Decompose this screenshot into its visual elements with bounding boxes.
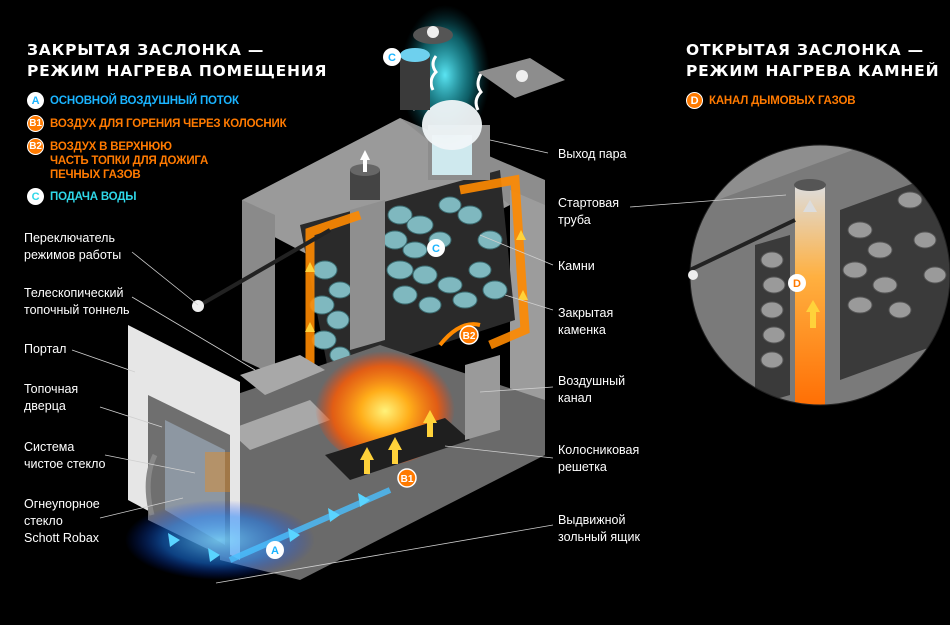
leader-lines: [71, 139, 787, 584]
legend-item-d: D КАНАЛ ДЫМОВЫХ ГАЗОВ: [686, 92, 856, 109]
blue-airflow-glow: [125, 500, 315, 580]
air-arrows: [168, 493, 370, 562]
badge-d-label: D: [793, 278, 801, 290]
legend-item-b2: B2 ВОЗДУХ В ВЕРХНЮЮ ЧАСТЬ ТОПКИ ДЛЯ ДОЖИ…: [27, 138, 317, 182]
legend-text-c: ПОДАЧА ВОДЫ: [50, 191, 137, 203]
closed-damper-title-line2: РЕЖИМ НАГРЕВА ПОМЕЩЕНИЯ: [27, 62, 328, 80]
badge-a-label: A: [271, 545, 279, 557]
open-damper-title-line1: ОТКРЫТАЯ ЗАСЛОНКА —: [686, 41, 924, 59]
flue-channel-right: [459, 174, 530, 350]
open-damper-inset: [690, 145, 950, 405]
fire-arrows: [360, 410, 437, 474]
legend-item-b1: B1 ВОЗДУХ ДЛЯ ГОРЕНИЯ ЧЕРЕЗ КОЛОСНИК: [27, 115, 317, 132]
open-damper-title: ОТКРЫТАЯ ЗАСЛОНКА — РЕЖИМ НАГРЕВА КАМНЕЙ: [686, 40, 939, 82]
diagram-badge-c-top: C: [383, 48, 401, 66]
legend-text-a: ОСНОВНОЙ ВОЗДУШНЫЙ ПОТОК: [50, 95, 239, 107]
callout-portal: Портал: [24, 342, 67, 356]
legend-item-a: A ОСНОВНОЙ ВОЗДУШНЫЙ ПОТОК: [27, 92, 317, 109]
inset-switch-knob: [688, 270, 698, 280]
diagram-badge-c-stones: C: [427, 239, 445, 257]
badge-c-top-label: C: [388, 52, 396, 64]
badge-c-stones-label: C: [432, 243, 440, 255]
stones-group: [309, 196, 508, 364]
tunnel-plate: [228, 400, 330, 450]
starting-pipe-channel: [350, 200, 385, 350]
telescopic-tunnel-top: [240, 355, 325, 395]
badge-d: D: [686, 92, 703, 109]
badge-b1: B1: [27, 115, 44, 132]
lid-knob: [427, 26, 439, 38]
diagram-badge-d: D: [788, 274, 806, 292]
diagram-badge-b2: B2: [459, 325, 479, 345]
flue-arrows: [305, 230, 528, 332]
callout-stones: Камни: [558, 259, 595, 273]
starting-pipe-arrow: [360, 150, 370, 160]
closed-damper-title-line1: ЗАКРЫТАЯ ЗАСЛОНКА —: [27, 41, 265, 59]
door-handle: [145, 453, 158, 516]
badge-b1-label: B1: [401, 474, 414, 485]
badge-a: A: [27, 92, 44, 109]
steam-cloud: [422, 100, 482, 150]
badge-c: C: [27, 188, 44, 205]
closed-damper-title: ЗАКРЫТАЯ ЗАСЛОНКА — РЕЖИМ НАГРЕВА ПОМЕЩЕ…: [27, 40, 327, 82]
legend-item-c: C ПОДАЧА ВОДЫ: [27, 188, 317, 205]
water-tank: [400, 55, 430, 110]
open-damper-legend: D КАНАЛ ДЫМОВЫХ ГАЗОВ: [686, 92, 856, 109]
smoke-channel: [795, 185, 825, 405]
water-surface: [400, 48, 430, 62]
badge-b2-label: B2: [463, 331, 476, 342]
callout-steam-outlet: Выход пара: [558, 147, 627, 161]
legend-text-b1: ВОЗДУХ ДЛЯ ГОРЕНИЯ ЧЕРЕЗ КОЛОСНИК: [50, 118, 287, 130]
damper-plate-knob: [516, 70, 528, 82]
diagram-badge-a: A: [266, 541, 284, 559]
legend-text-b2: ВОЗДУХ В ВЕРХНЮЮ ЧАСТЬ ТОПКИ ДЛЯ ДОЖИГА …: [50, 141, 209, 181]
open-damper-title-line2: РЕЖИМ НАГРЕВА КАМНЕЙ: [686, 62, 940, 80]
air-channel-block: [465, 355, 500, 440]
stove-back-wall: [400, 118, 545, 460]
diagram-badge-b1: B1: [397, 468, 417, 488]
legend-text-d: КАНАЛ ДЫМОВЫХ ГАЗОВ: [709, 95, 856, 107]
b2-airflow: [438, 322, 481, 347]
stove-left-wall: [242, 200, 275, 375]
badge-b2: B2: [27, 138, 44, 155]
mode-switch-rod: [199, 228, 331, 307]
closed-damper-legend: A ОСНОВНОЙ ВОЗДУШНЫЙ ПОТОК B1 ВОЗДУХ ДЛЯ…: [27, 92, 317, 205]
